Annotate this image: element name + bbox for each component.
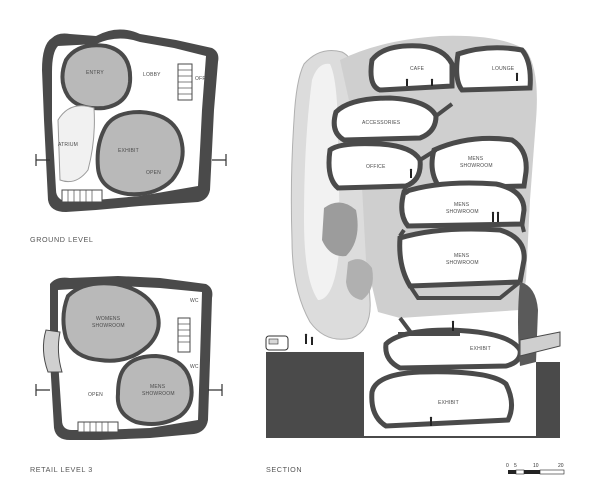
- retail-level-label-womens-1: WOMENS: [96, 316, 121, 322]
- retail-level-label-wc-lower: WC: [190, 364, 199, 370]
- retail-level-section-mark-left: [35, 384, 50, 396]
- ground-level-entry-pod: [60, 43, 133, 111]
- retail-level-label-wc-upper: WC: [190, 298, 199, 304]
- ground-level-atrium-void: [57, 105, 95, 183]
- retail-level-label-open: OPEN: [88, 392, 103, 398]
- section-label-mens-a2: SHOWROOM: [460, 163, 493, 169]
- section-terrace-ramp: [519, 331, 561, 357]
- section-label-mens-b1: MENS: [454, 202, 470, 208]
- section-label-lounge: LOUNGE: [492, 66, 515, 72]
- section-pod-mens-c: [397, 226, 527, 289]
- retail-level-mens-pod: [115, 353, 194, 426]
- retail-level-section-mark-right: [208, 384, 223, 396]
- retail-level-womens-pod: [61, 281, 161, 363]
- section-pod-accessories: [331, 95, 439, 143]
- section-slab-connectors: [398, 102, 526, 336]
- ground-level-label-exhibit: EXHIBIT: [118, 148, 139, 154]
- ground-level-label-open: OPEN: [146, 170, 161, 176]
- ground-level-label-entry: ENTRY: [86, 70, 104, 76]
- ground-level-stair-atrium: [61, 189, 103, 203]
- scale-bar-tick-5: 5: [514, 463, 517, 469]
- building-section: CAFE LOUNGE ACCESSORIES OFFICE MENS SHOW…: [265, 35, 561, 474]
- section-pod-lounge: [454, 45, 533, 93]
- section-label-mens-b2: SHOWROOM: [446, 209, 479, 215]
- section-people: [304, 72, 519, 426]
- ground-level-section-mark-right: [212, 154, 227, 166]
- section-label-mens-c1: MENS: [454, 253, 470, 259]
- scale-bar: 0 5 10 20: [506, 463, 565, 475]
- retail-level-3-plan: WOMENS SHOWROOM WC WC OPEN MENS SHOWROOM…: [30, 276, 223, 474]
- section-label-accessories: ACCESSORIES: [362, 120, 401, 126]
- section-label-cafe: CAFE: [410, 66, 425, 72]
- ground-level-label-office: OFFICE: [195, 76, 215, 82]
- section-ground: [266, 352, 560, 438]
- retail-level-facade-ribs: [42, 329, 63, 373]
- ground-level-stair-lobby: [177, 63, 193, 101]
- section-label-exhibit-lower: EXHIBIT: [438, 400, 459, 406]
- section-car: [265, 335, 289, 351]
- section-pod-office: [326, 141, 423, 191]
- scale-bar-tick-20: 20: [558, 463, 564, 469]
- section-label-exhibit-upper: EXHIBIT: [470, 346, 491, 352]
- section-caption: SECTION: [266, 465, 302, 474]
- retail-level-label-mens-2: SHOWROOM: [142, 391, 175, 397]
- retail-level-label-womens-2: SHOWROOM: [92, 323, 125, 329]
- section-label-office: OFFICE: [366, 164, 386, 170]
- section-blob-accent-2: [346, 259, 373, 300]
- ground-level-exhibit-pod: [95, 109, 185, 197]
- ground-level-plan: ENTRY LOBBY OFFICE ATRIUM EXHIBIT OPEN G…: [30, 29, 227, 244]
- retail-level-caption: RETAIL LEVEL 3: [30, 465, 93, 474]
- ground-level-section-mark-left: [35, 154, 50, 166]
- section-label-mens-a1: MENS: [468, 156, 484, 162]
- retail-level-label-mens-1: MENS: [150, 384, 166, 390]
- retail-level-stair-top: [177, 317, 191, 353]
- section-balcony: [398, 332, 460, 336]
- scale-bar-tick-0: 0: [506, 463, 509, 469]
- section-pod-exhibit-lower: [369, 369, 514, 429]
- section-label-mens-c2: SHOWROOM: [446, 260, 479, 266]
- section-pod-mens-a: [429, 135, 529, 191]
- ground-level-label-atrium: ATRIUM: [58, 142, 78, 148]
- section-blob-accent-1: [322, 202, 358, 257]
- ground-level-label-lobby: LOBBY: [143, 72, 161, 78]
- retail-level-stair-bottom: [77, 421, 119, 433]
- scale-bar-tick-10: 10: [533, 463, 539, 469]
- ground-level-caption: GROUND LEVEL: [30, 235, 94, 244]
